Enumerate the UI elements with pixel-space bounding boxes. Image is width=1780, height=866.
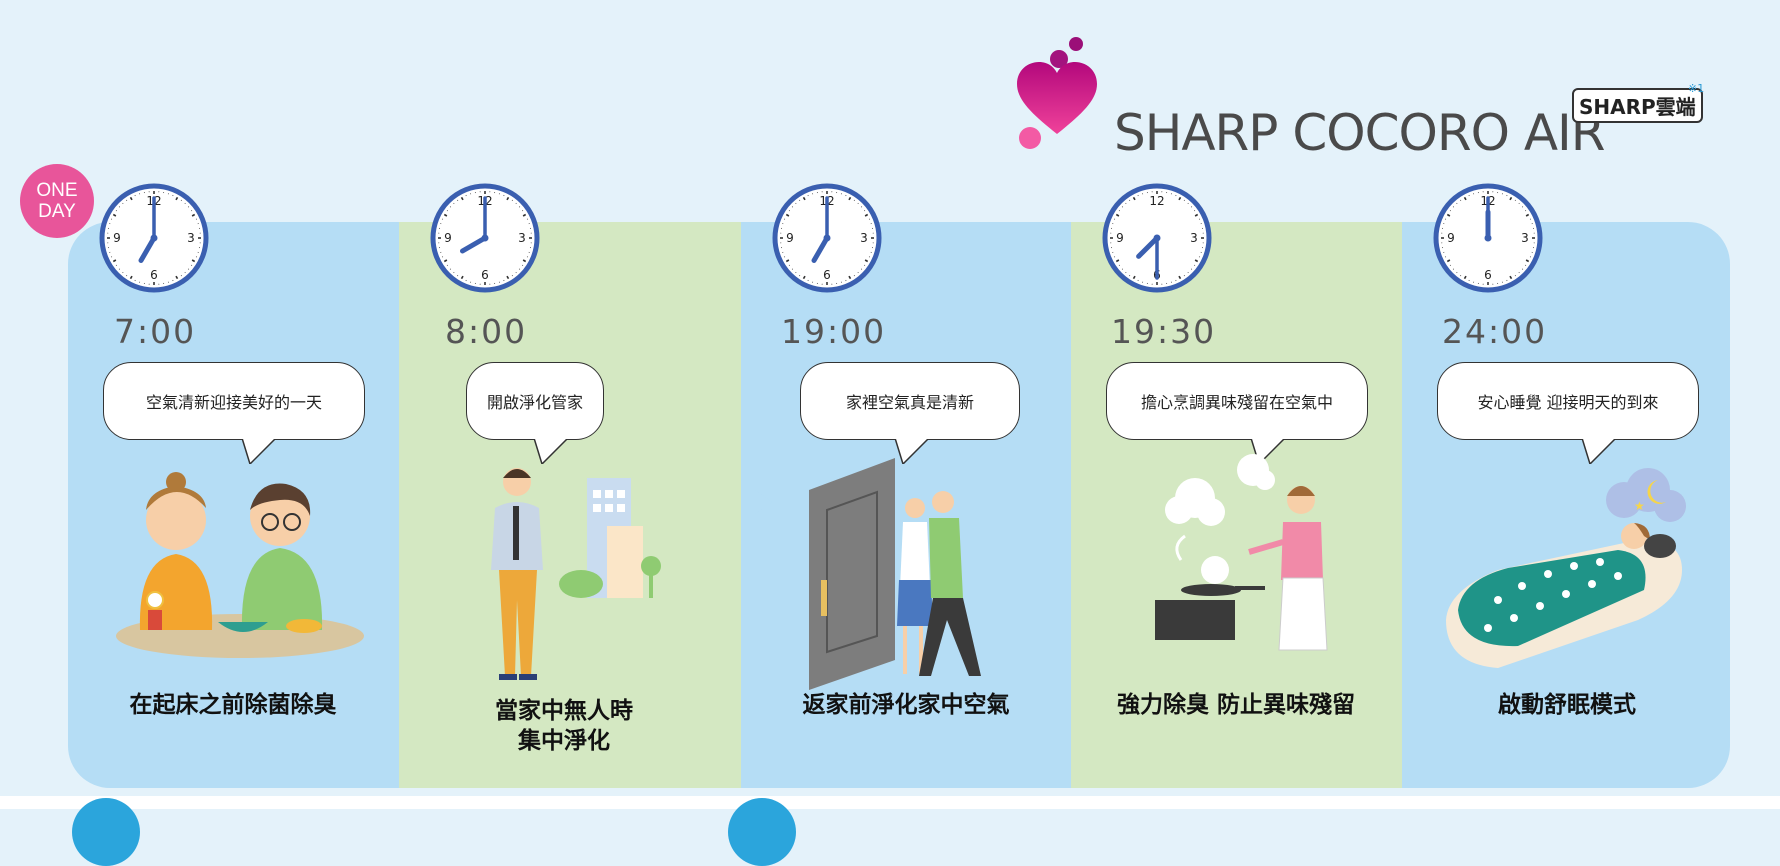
- svg-text:3: 3: [1190, 231, 1198, 245]
- step-time: 8:00: [445, 312, 527, 351]
- svg-text:9: 9: [444, 231, 452, 245]
- speech-bubble: 家裡空氣真是清新: [800, 362, 1020, 440]
- speech-bubble: 擔心烹調異味殘留在空氣中: [1106, 362, 1368, 440]
- svg-text:12: 12: [1149, 194, 1164, 208]
- timeline-step-1: 12369 7:00 空氣清新迎接美好的一天 在起床之前除菌除臭: [68, 0, 398, 809]
- timeline-step-2: 12369 8:00 開啟淨化管家 當家中無人時 集中淨化: [399, 0, 729, 809]
- clock-icon: 12369: [769, 180, 885, 296]
- returning-couple-icon: [803, 450, 1003, 690]
- breakfast-couple-icon: [108, 450, 368, 690]
- clock-icon: 12369: [1430, 180, 1546, 296]
- cooking-woman-icon: [1151, 450, 1351, 690]
- speech-bubble: 空氣清新迎接美好的一天: [103, 362, 365, 440]
- sleeping-person-icon: ★: [1438, 450, 1698, 690]
- step-time: 24:00: [1442, 312, 1547, 351]
- step-time: 7:00: [114, 312, 196, 351]
- next-section-dot: [72, 798, 140, 866]
- clock-icon: 12369: [1099, 180, 1215, 296]
- svg-text:9: 9: [113, 231, 121, 245]
- next-section-dot: [728, 798, 796, 866]
- step-caption: 當家中無人時 集中淨化: [399, 696, 729, 756]
- bottom-strip: [0, 796, 1780, 809]
- timeline-step-3: 12369 19:00 家裡空氣真是清新 返家前淨化家中空氣: [741, 0, 1071, 809]
- caption-line: 當家中無人時: [399, 696, 729, 726]
- step-caption: 強力除臭 防止異味殘留: [1071, 690, 1401, 720]
- step-caption: 返家前淨化家中空氣: [741, 690, 1071, 720]
- svg-text:6: 6: [1484, 268, 1492, 282]
- caption-line: 在起床之前除菌除臭: [68, 690, 398, 720]
- svg-text:3: 3: [518, 231, 526, 245]
- caption-line: 強力除臭 防止異味殘留: [1071, 690, 1401, 720]
- step-caption: 啟動舒眠模式: [1402, 690, 1732, 720]
- svg-text:9: 9: [1447, 231, 1455, 245]
- svg-text:9: 9: [786, 231, 794, 245]
- svg-text:6: 6: [823, 268, 831, 282]
- timeline-step-4: 12369 19:30 擔心烹調異味殘留在空氣中 強力除臭 防止異味殘留: [1071, 0, 1401, 809]
- leaving-man-icon: [469, 450, 669, 690]
- svg-text:9: 9: [1116, 231, 1124, 245]
- speech-bubble: 開啟淨化管家: [466, 362, 604, 440]
- speech-bubble: 安心睡覺 迎接明天的到來: [1437, 362, 1699, 440]
- step-caption: 在起床之前除菌除臭: [68, 690, 398, 720]
- caption-line: 啟動舒眠模式: [1402, 690, 1732, 720]
- svg-text:3: 3: [1521, 231, 1529, 245]
- clock-icon: 12369: [96, 180, 212, 296]
- step-time: 19:30: [1111, 312, 1216, 351]
- timeline-step-5: 12369 24:00 安心睡覺 迎接明天的到來 ★ 啟動舒眠模式: [1402, 0, 1732, 809]
- svg-text:6: 6: [150, 268, 158, 282]
- svg-text:3: 3: [860, 231, 868, 245]
- svg-text:6: 6: [481, 268, 489, 282]
- caption-line: 返家前淨化家中空氣: [741, 690, 1071, 720]
- svg-text:3: 3: [187, 231, 195, 245]
- svg-text:★: ★: [1634, 499, 1645, 513]
- caption-line: 集中淨化: [399, 726, 729, 756]
- step-time: 19:00: [781, 312, 886, 351]
- clock-icon: 12369: [427, 180, 543, 296]
